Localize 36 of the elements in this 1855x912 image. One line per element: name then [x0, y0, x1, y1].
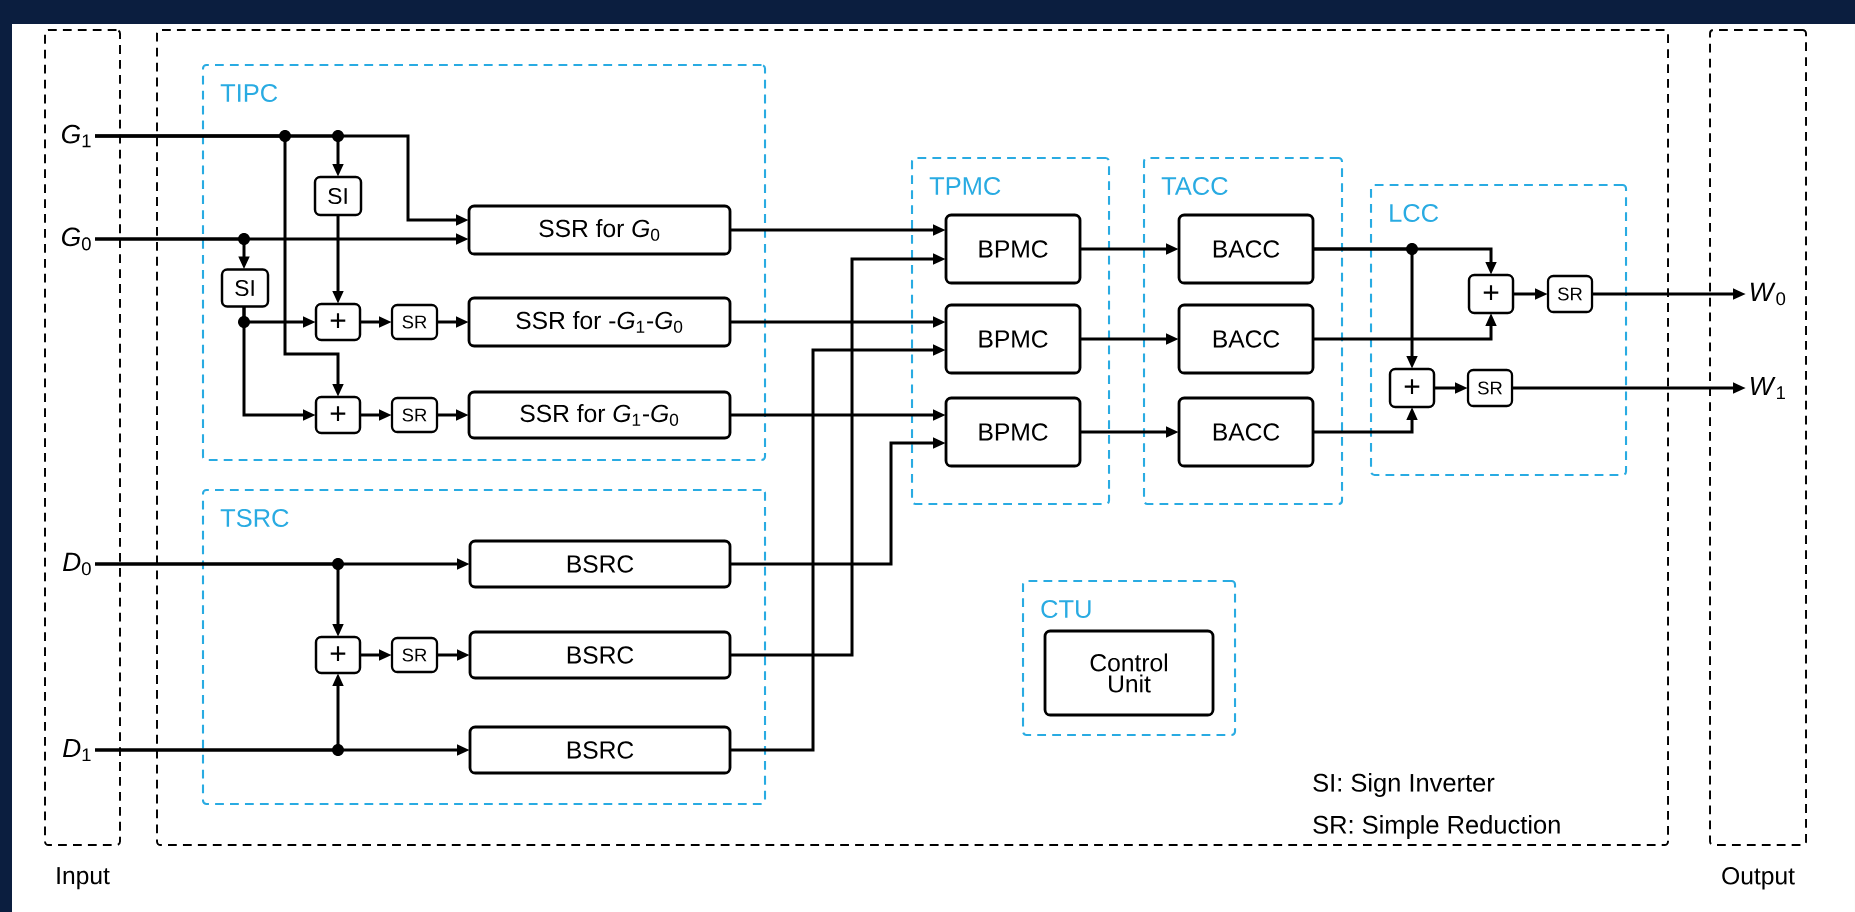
signal-label: D$_{1}$ [63, 738, 91, 762]
process-box: BPMC [944, 396, 1082, 468]
signal-label: G$_{1}$ [62, 124, 91, 148]
inverter-box: SI [313, 175, 363, 217]
adder-box: + [314, 635, 362, 675]
process-box: SSR for G$_{1}$-G$_{0}$ [467, 390, 732, 440]
process-box: BACC [1177, 303, 1315, 375]
reduction-box: SR [390, 396, 439, 434]
signal-label: G$_{0}$ [62, 227, 91, 251]
reduction-box: SR [390, 636, 439, 674]
inverter-box: SI [220, 268, 270, 308]
process-box: BPMC [944, 303, 1082, 375]
process-box: BSRC [468, 539, 732, 589]
adder-box: + [1467, 273, 1515, 315]
note-text: SR: Simple Reduction [1313, 815, 1560, 839]
signal-label: D$_{0}$ [63, 552, 91, 576]
adder-box: + [314, 302, 362, 342]
process-box: BSRC [468, 630, 732, 680]
note-text: SI: Sign Inverter [1313, 773, 1495, 797]
process-box: BACC [1177, 396, 1315, 468]
reduction-box: SR [1466, 368, 1514, 408]
process-box: SSR for G$_{0}$ [467, 204, 732, 256]
signal-label: W$_{0}$ [1750, 282, 1786, 306]
reduction-box: SR [1546, 274, 1594, 314]
signal-label: W$_{1}$ [1750, 376, 1785, 400]
process-box: BPMC [944, 213, 1082, 285]
section-frame [156, 29, 1669, 846]
process-box: SSR for -G$_{1}$-G$_{0}$ [467, 296, 732, 348]
process-box: BSRC [468, 725, 732, 775]
process-box: BACC [1177, 213, 1315, 285]
reduction-box: SR [390, 303, 439, 341]
node-label: Input [57, 867, 110, 890]
adder-box: + [314, 395, 362, 435]
process-box: Control Unit [1043, 629, 1215, 717]
adder-box: + [1388, 367, 1436, 409]
node-label: Output [1722, 867, 1795, 890]
